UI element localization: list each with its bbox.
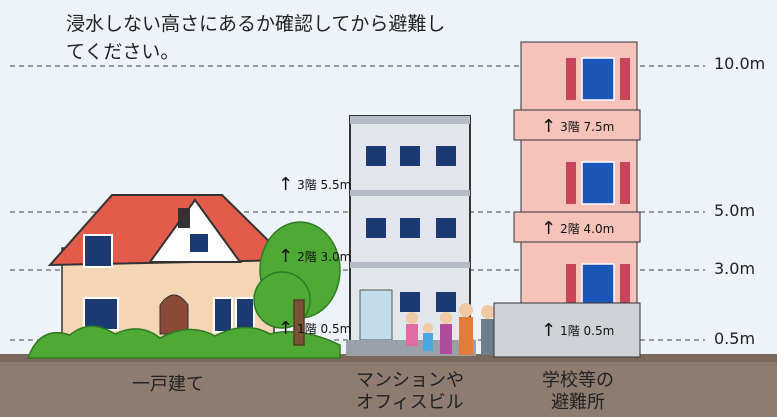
up-arrow-icon: ↑ [278, 245, 294, 267]
up-arrow-icon: ↑ [541, 319, 557, 341]
school-label-line1: 学校等の [542, 370, 614, 391]
mansion-floor-3: ↑ 3階 5.5m [278, 173, 352, 195]
house-drawing [47, 194, 291, 344]
school-floor-3: ↑ 3階 7.5m [541, 115, 615, 137]
school-label: 学校等の 避難所 [518, 370, 638, 414]
level-label-0-5m: 0.5m [714, 329, 756, 348]
floor-height-text: 1階 0.5m [560, 324, 615, 338]
house-label: 一戸建て [132, 374, 204, 395]
floor-height-text: 2階 4.0m [560, 222, 615, 236]
ground [0, 358, 777, 417]
mansion-floor-2: ↑ 2階 3.0m [278, 245, 352, 267]
mansion-floor-1: ↑ 1階 0.5m [278, 317, 352, 339]
school-floor-2: ↑ 2階 4.0m [541, 217, 615, 239]
office-label-line1: マンションや [356, 370, 464, 391]
office-label-line2: オフィスビル [356, 392, 464, 413]
up-arrow-icon: ↑ [278, 317, 294, 339]
office-building-drawing [346, 115, 476, 356]
school-building-drawing [493, 41, 641, 358]
school-label-line2: 避難所 [551, 392, 605, 413]
evacuating-people [406, 303, 495, 355]
greenery [26, 221, 341, 359]
school-floor-1: ↑ 1階 0.5m [541, 319, 615, 341]
up-arrow-icon: ↑ [541, 115, 557, 137]
floor-height-text: 2階 3.0m [297, 250, 352, 264]
office-building-label: マンションや オフィスビル [345, 370, 475, 414]
floor-height-text: 3階 7.5m [560, 120, 615, 134]
up-arrow-icon: ↑ [278, 173, 294, 195]
intro-message: 浸水しない高さにあるか確認してから避難してください。 [66, 13, 446, 63]
floor-height-text: 3階 5.5m [297, 178, 352, 192]
floor-height-text: 1階 0.5m [297, 322, 352, 336]
up-arrow-icon: ↑ [541, 217, 557, 239]
level-label-3m: 3.0m [714, 259, 756, 278]
level-label-10m: 10.0m [714, 54, 766, 73]
level-label-5m: 5.0m [714, 201, 756, 220]
